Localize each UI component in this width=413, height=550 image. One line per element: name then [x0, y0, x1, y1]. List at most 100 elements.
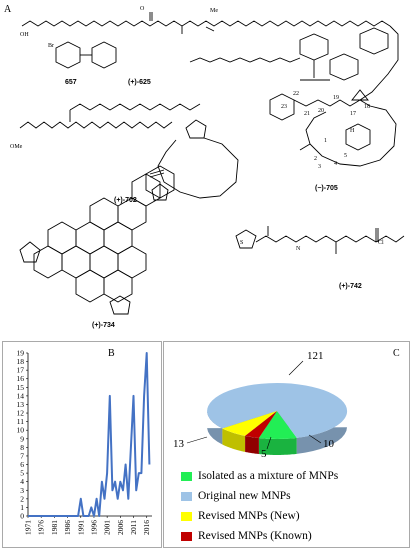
panel-b-letter: B	[108, 348, 115, 359]
structure-702-macrocycle	[157, 137, 239, 199]
atom-label-me: Me	[210, 8, 218, 14]
legend-item-original: Original new MNPs	[181, 490, 291, 502]
atom-label-o: O	[140, 6, 145, 12]
compound-label-734: (+)-734	[92, 322, 115, 329]
atom-label-s: S	[240, 240, 243, 246]
x-tick-label: 2011	[129, 520, 138, 535]
y-tick-label: 17	[17, 366, 25, 375]
structure-702-acyl	[69, 103, 201, 111]
structure-705-chain	[293, 99, 371, 107]
atom-label-cl: Cl	[378, 240, 384, 246]
atom-label-ome: OMe	[10, 144, 23, 150]
pie-slice	[258, 411, 297, 439]
legend-label-revised-new: Revised MNPs (New)	[198, 510, 300, 522]
compound-label-657: 657	[65, 79, 77, 86]
x-tick-label: 2006	[116, 520, 125, 535]
x-tick-label: 1996	[89, 520, 98, 535]
pie-leader-line	[266, 436, 272, 450]
x-tick-label: 1991	[76, 520, 85, 535]
legend-item-revised-new: Revised MNPs (New)	[181, 510, 300, 522]
pie-slice-side	[258, 437, 297, 455]
atom-label-oh: OH	[20, 32, 29, 38]
pie-slice	[207, 383, 348, 438]
compound-label-702: (+)-702	[114, 197, 137, 204]
legend-swatch-red	[181, 531, 192, 541]
y-tick-label: 8	[20, 443, 24, 452]
structure-657-ring-2	[91, 41, 117, 69]
atom-label-5: 5	[344, 153, 347, 159]
panel-c-letter: C	[393, 348, 400, 359]
panel-a-letter: A	[4, 4, 12, 15]
atom-label-19: 19	[333, 95, 339, 101]
y-tick-label: 18	[17, 357, 25, 366]
atom-label-2: 2	[314, 156, 317, 162]
x-tick-label: 1971	[24, 520, 33, 535]
structure-657-ring-1	[55, 41, 81, 69]
legend-label-original: Original new MNPs	[198, 490, 291, 502]
structure-625-chain	[21, 20, 391, 27]
structure-705-epoxide	[351, 89, 369, 101]
structure-734	[19, 165, 175, 315]
structure-625-alkene-tail	[189, 57, 301, 63]
pie-value-label: 10	[323, 438, 335, 450]
compound-label-705: (−)-705	[315, 185, 338, 192]
y-tick-label: 12	[17, 409, 25, 418]
structure-702-chain	[19, 121, 173, 129]
structure-625-ring-1	[299, 33, 329, 61]
x-tick-label: 2016	[142, 520, 151, 535]
compound-label-625: (+)-625	[128, 79, 151, 86]
pie-value-label: 121	[307, 350, 324, 362]
y-tick-label: 0	[20, 512, 24, 521]
y-tick-label: 2	[20, 494, 24, 503]
legend-label-isolated: Isolated as a mixture of MNPs	[198, 470, 339, 482]
y-tick-label: 5	[20, 469, 24, 478]
structure-742-thiazole	[235, 229, 257, 249]
panel-b-frame	[2, 341, 162, 548]
atom-label-18: 18	[364, 104, 370, 110]
structure-742-chain	[255, 235, 405, 243]
pie-leader-line	[288, 360, 304, 376]
chemical-structures: OH O Me Br Cl N S H OMe 22 23 21 20 19 1…	[10, 6, 405, 315]
y-tick-label: 3	[20, 486, 24, 495]
series-line	[28, 352, 151, 517]
legend-item-isolated: Isolated as a mixture of MNPs	[181, 470, 338, 482]
y-tick-label: 10	[17, 426, 25, 435]
structure-625-ring-2	[329, 53, 359, 81]
atom-label-20: 20	[318, 108, 324, 114]
atom-label-3: 3	[318, 164, 321, 170]
atom-label-22: 22	[293, 91, 299, 97]
atom-label-17: 17	[350, 111, 356, 117]
y-tick-label: 1	[20, 503, 24, 512]
structure-705-macrocycle	[305, 105, 397, 167]
pie-slice-side	[222, 428, 246, 452]
x-tick-label: 1976	[37, 520, 46, 535]
structure-702-thf	[185, 119, 207, 139]
atom-label-n: N	[296, 246, 301, 252]
pie-value-label: 13	[173, 438, 185, 450]
atom-label-h: H	[350, 128, 355, 134]
x-tick-label: 2001	[103, 520, 112, 535]
atom-label-4: 4	[334, 161, 337, 167]
pie-slice	[222, 411, 277, 436]
atom-label-1: 1	[324, 138, 327, 144]
x-tick-label: 1986	[63, 520, 72, 535]
pie-legend: Isolated as a mixture of MNPs Original n…	[163, 470, 410, 548]
pie-leader-line	[186, 436, 208, 444]
structure-705-dihydropyran	[269, 93, 295, 121]
structure-705-ring-b	[345, 123, 371, 151]
legend-item-revised-known: Revised MNPs (Known)	[181, 530, 312, 542]
legend-swatch-yellow	[181, 511, 192, 521]
structure-625-ring-3	[359, 27, 389, 55]
legend-label-revised-known: Revised MNPs (Known)	[198, 530, 312, 542]
y-tick-label: 11	[17, 417, 24, 426]
y-tick-label: 6	[20, 460, 24, 469]
y-tick-label: 7	[20, 451, 24, 460]
compound-label-742: (+)-742	[339, 283, 362, 290]
legend-swatch-green	[181, 471, 192, 481]
y-tick-label: 16	[17, 374, 25, 383]
y-tick-label: 14	[17, 391, 25, 400]
y-tick-label: 15	[17, 383, 25, 392]
pie-slice-side	[245, 435, 259, 454]
atom-label-23: 23	[281, 104, 287, 110]
